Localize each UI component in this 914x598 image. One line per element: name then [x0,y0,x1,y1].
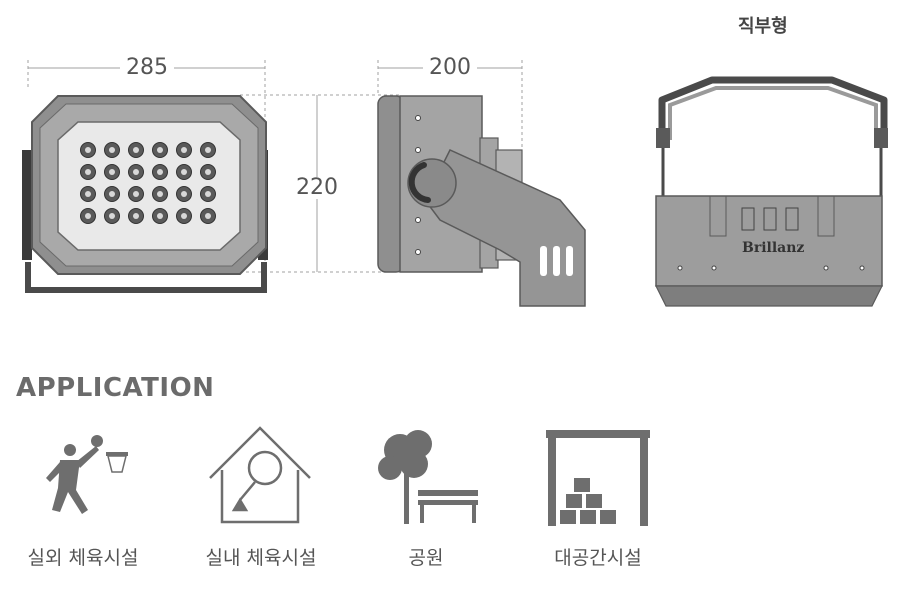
park-tree-bench-icon [378,430,478,524]
section-title: APPLICATION [16,373,215,403]
warehouse-boxes-icon [546,430,650,526]
application-label-indoor-sports: 실내 체육시설 [205,547,317,569]
led-lens [109,213,115,219]
led-lens [109,169,115,175]
led-lens [85,191,91,197]
led-lens [157,169,163,175]
led-lens [85,213,91,219]
dimension-depth: 200 [423,57,477,79]
led-lens [133,147,139,153]
front-view-drawing [22,95,268,293]
application-label-park: 공원 [408,547,444,569]
led-lens [181,169,187,175]
variant-label: 직부형 [738,16,788,37]
badminton-house-icon [209,426,311,524]
application-label-large-space: 대공간시설 [554,547,642,569]
led-lens [109,147,115,153]
dimension-width: 285 [120,57,174,79]
led-lens [157,191,163,197]
led-lens [181,213,187,219]
led-lens [157,213,163,219]
application-label-outdoor-sports: 실외 체육시설 [27,547,139,569]
led-lens [205,147,211,153]
led-lens [181,147,187,153]
led-lens [133,169,139,175]
led-lens [205,213,211,219]
led-lens [205,169,211,175]
led-lens [85,169,91,175]
led-array [80,142,216,224]
led-lens [85,147,91,153]
led-lens [109,191,115,197]
brand-logo: Brillanz [742,240,805,256]
led-lens [133,191,139,197]
dimension-height: 220 [290,177,344,199]
led-lens [205,191,211,197]
back-view-drawing [655,76,888,307]
led-lens [157,147,163,153]
led-lens [181,191,187,197]
basketball-player-icon [46,435,128,514]
side-view-drawing [377,95,586,307]
led-lens [133,213,139,219]
